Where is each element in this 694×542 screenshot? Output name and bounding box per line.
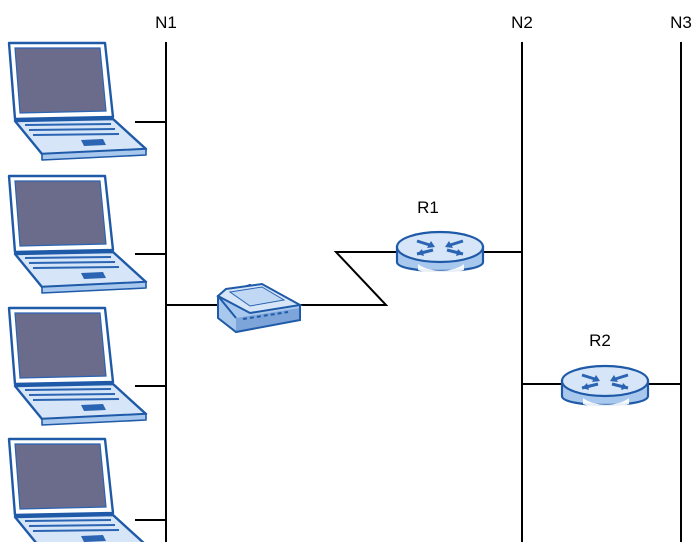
router-r1-icon xyxy=(395,230,485,276)
network-label-n1: N1 xyxy=(155,13,177,32)
laptop-icon xyxy=(7,306,148,427)
router-r2-icon xyxy=(560,364,650,410)
modem-icon xyxy=(216,282,304,334)
network-label-n3: N3 xyxy=(670,13,692,32)
laptop-icon xyxy=(7,174,148,295)
laptop-icon xyxy=(7,41,148,162)
laptop-icon xyxy=(7,437,148,542)
link-modem-r1 xyxy=(300,251,398,306)
router-label-r1: R1 xyxy=(417,198,439,217)
network-label-n2: N2 xyxy=(511,13,533,32)
router-label-r2: R2 xyxy=(589,331,611,350)
